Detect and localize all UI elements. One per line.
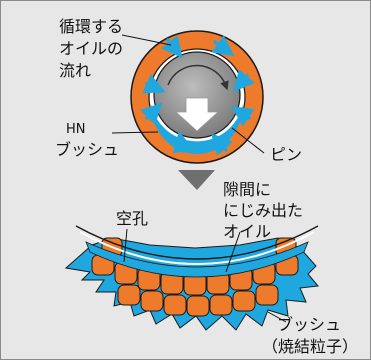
svg-text:オイル: オイル: [223, 222, 271, 241]
sintered-bush-detail: [64, 225, 319, 331]
svg-text:隙間に: 隙間に: [223, 180, 271, 199]
flow-arrow-icon: [211, 35, 235, 57]
svg-text:ブッシュ: ブッシュ: [277, 315, 341, 334]
leader-pore: [123, 228, 128, 263]
flow-arrow-icon: [172, 130, 194, 154]
leader-hn-bush: [111, 131, 159, 134]
circulating-flow-arrows: [140, 35, 255, 156]
svg-text:（焼結粒子）: （焼結粒子）: [262, 337, 358, 356]
label-bush-sintered: ブッシュ （焼結粒子）: [262, 315, 358, 356]
rotation-arrow-icon: [167, 64, 229, 91]
leader-pin: [231, 127, 265, 154]
load-down-arrow-icon: [174, 97, 220, 132]
svg-text:ブッシュ: ブッシュ: [55, 140, 119, 159]
pin-surface-arc-inner: [79, 231, 315, 265]
bush-cross-section: [130, 30, 264, 164]
svg-text:にじみ出た: にじみ出た: [223, 201, 303, 220]
flow-arrow-icon: [142, 74, 166, 94]
flow-arrow-icon: [231, 106, 255, 127]
pin-surface-arc: [75, 225, 319, 260]
flow-arrow-icon: [211, 133, 233, 156]
svg-text:循環する: 循環する: [59, 17, 123, 36]
leader-oozed-oil: [225, 231, 241, 273]
label-pore: 空孔: [116, 209, 148, 228]
label-hn-bush: HN ブッシュ: [55, 122, 119, 159]
leader-oil-flow: [121, 34, 172, 46]
transition-down-arrow-icon: [178, 170, 215, 190]
svg-text:HN: HN: [66, 122, 86, 137]
leader-bush-sintered: [267, 311, 287, 323]
oil-film-band: [85, 241, 309, 278]
svg-text:流れ: 流れ: [59, 61, 91, 80]
svg-text:オイルの: オイルの: [59, 39, 123, 58]
label-pin: ピン: [270, 145, 302, 164]
flow-arrow-icon: [233, 69, 255, 92]
flow-arrow-icon: [140, 102, 163, 125]
flow-arrow-icon: [161, 35, 183, 59]
label-oil-flow: 循環する オイルの 流れ: [59, 17, 123, 80]
label-oozed-oil: 隙間に にじみ出た オイル: [223, 180, 303, 241]
